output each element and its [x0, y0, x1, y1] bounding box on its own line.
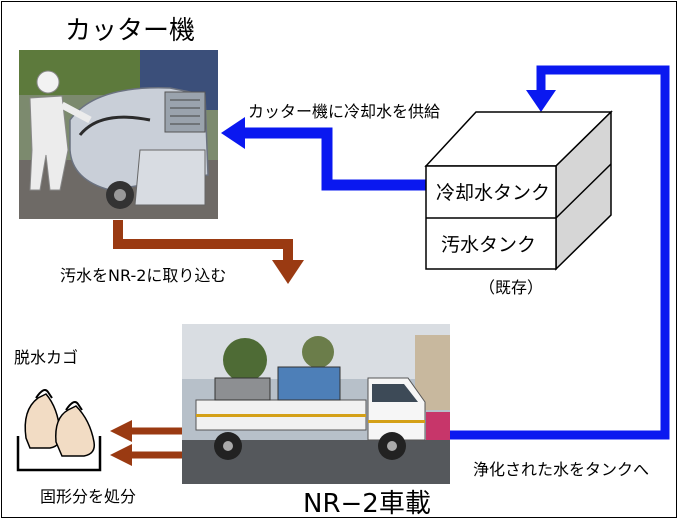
wastewater-tank-label: 汚水タンク: [441, 234, 537, 256]
cutter-machine-photo: [19, 50, 218, 219]
dewatering-basket-icon: [16, 389, 102, 472]
solids-disposal-label: 固形分を処分: [40, 487, 137, 506]
dewater-basket-label: 脱水カゴ: [14, 348, 79, 367]
coolant-supply-arrow: [221, 117, 426, 191]
existing-label: （既存）: [479, 278, 544, 297]
tank-block: [424, 110, 613, 271]
purified-return-label: 浄化された水をタンクへ: [473, 460, 650, 479]
solids-disposal-arrows: [110, 420, 182, 466]
wastewater-intake-arrow: [113, 220, 304, 284]
wastewater-intake-label: 汚水をNR-2に取り込む: [60, 266, 227, 285]
truck-label: NR−2車載: [303, 489, 431, 519]
coolant-supply-label: カッター機に冷却水を供給: [248, 102, 441, 121]
coolant-tank-label: 冷却水タンク: [436, 182, 551, 204]
purified-return-arrow: [450, 65, 670, 440]
nr2-truck-photo: [182, 324, 450, 484]
cutter-machine-title: カッター機: [65, 16, 196, 46]
